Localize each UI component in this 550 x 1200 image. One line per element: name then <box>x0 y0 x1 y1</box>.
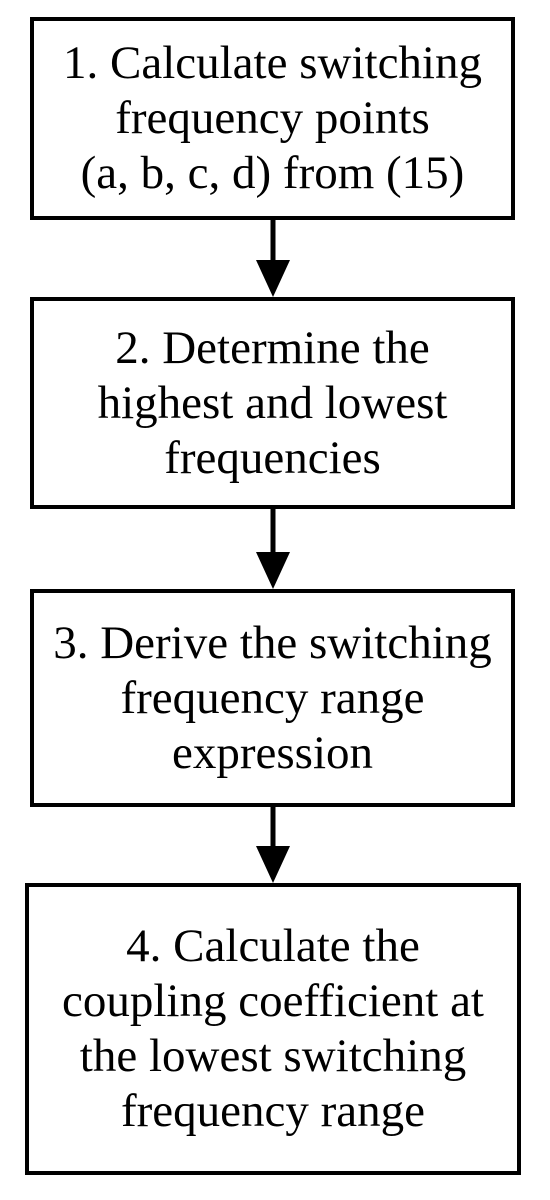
step-3-box: 3. Derive the switching frequency range … <box>30 589 515 807</box>
step-1-line-2: frequency points <box>115 92 430 144</box>
step-4-box: 4. Calculate the coupling coefficient at… <box>25 883 521 1175</box>
step-3-line-2: frequency range <box>120 671 425 724</box>
step-1-line-3: (a, b, c, d) from (15) <box>80 147 465 199</box>
step-3-line-3: expression <box>171 726 373 779</box>
step-2-line-2: highest and lowest <box>97 376 448 429</box>
arrow-1-to-2 <box>256 220 290 297</box>
step-2-box: 2. Determine the highest and lowest freq… <box>30 297 515 509</box>
step-1-box: 1. Calculate switching frequency points … <box>30 17 515 220</box>
step-4-line-3: the lowest switching <box>79 1030 467 1082</box>
arrow-2-to-3 <box>256 509 290 589</box>
step-4-line-1: 4. Calculate the <box>126 920 420 972</box>
step-4-line-2: coupling coefficient at <box>62 975 484 1027</box>
step-3-line-1: 3. Derive the switching <box>53 616 492 669</box>
step-2-line-1: 2. Determine the <box>115 321 430 374</box>
step-2-line-3: frequencies <box>164 431 381 484</box>
arrow-3-to-4 <box>256 807 290 883</box>
step-4-line-4: frequency range <box>120 1085 425 1137</box>
step-1-line-1: 1. Calculate switching <box>63 37 482 89</box>
